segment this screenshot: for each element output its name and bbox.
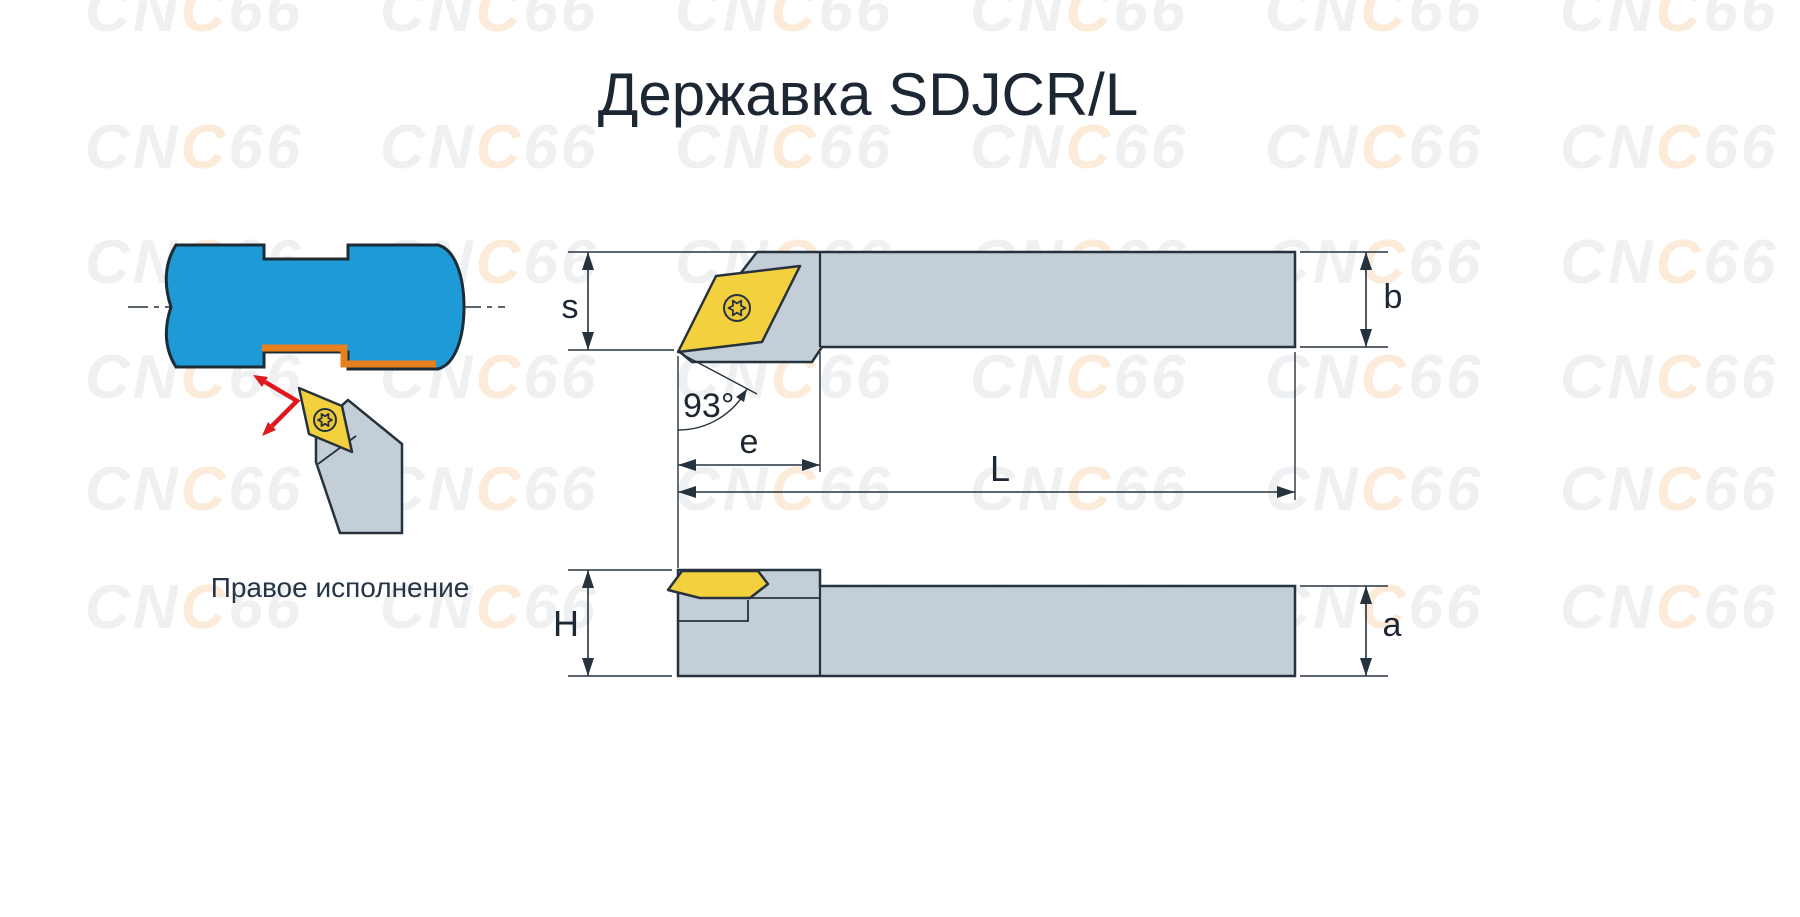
top-view-screw	[723, 294, 751, 322]
dim-label-b: b	[1384, 278, 1403, 316]
illustration-caption: Правое исполнение	[210, 572, 470, 603]
page-title: Державка SDJCR/L	[597, 61, 1139, 128]
insert-pocket-lines	[678, 600, 749, 622]
top-view-torx-icon	[727, 299, 747, 317]
watermark: CNC66	[1560, 0, 1779, 45]
dim-label-e: e	[740, 423, 759, 461]
dimensions-top-view: s b 93° e L	[562, 251, 1403, 568]
watermark: CNC66	[85, 573, 304, 642]
watermark: CNC66	[1265, 455, 1484, 524]
watermark: CNC66	[970, 0, 1189, 45]
torx-icon	[317, 412, 333, 428]
dim-label-L: L	[990, 448, 1010, 489]
workpiece-illustration	[128, 243, 505, 535]
top-view	[676, 250, 1297, 364]
watermark: CNC66	[1560, 455, 1779, 524]
dim-label-H: H	[553, 603, 579, 644]
dim-label-s: s	[562, 288, 579, 326]
watermark: CNC66	[1560, 228, 1779, 297]
watermark: CNC66	[380, 113, 599, 182]
watermark: CNC66	[380, 0, 599, 45]
workpiece-shape	[164, 243, 466, 371]
watermark: CNC66	[85, 0, 304, 45]
dim-label-angle: 93°	[683, 387, 734, 425]
watermark: CNC66	[675, 113, 894, 182]
watermark: CNC66	[1265, 0, 1484, 45]
bottom-view	[666, 568, 1297, 678]
watermark: CNC66	[1560, 573, 1779, 642]
watermark: CNC66	[970, 343, 1189, 412]
bottom-view-insert	[666, 569, 770, 600]
watermark: CNC66	[970, 113, 1189, 182]
watermark: CNC66	[1560, 113, 1779, 182]
feed-direction-arrow	[253, 375, 301, 436]
bottom-view-holder	[676, 568, 1297, 678]
cut-surface-highlight	[262, 344, 436, 368]
dimensions-bottom-view: H a	[553, 569, 1402, 677]
watermark: CNC66	[85, 455, 304, 524]
watermark: CNC66	[85, 113, 304, 182]
tool-holder-illustration	[297, 386, 404, 535]
watermark: CNC66	[1265, 113, 1484, 182]
insert-screw	[313, 408, 337, 432]
watermark: CNC66	[675, 0, 894, 45]
watermark: CNC66	[1265, 343, 1484, 412]
watermark: CNC66	[1560, 343, 1779, 412]
dim-label-a: a	[1383, 606, 1402, 644]
